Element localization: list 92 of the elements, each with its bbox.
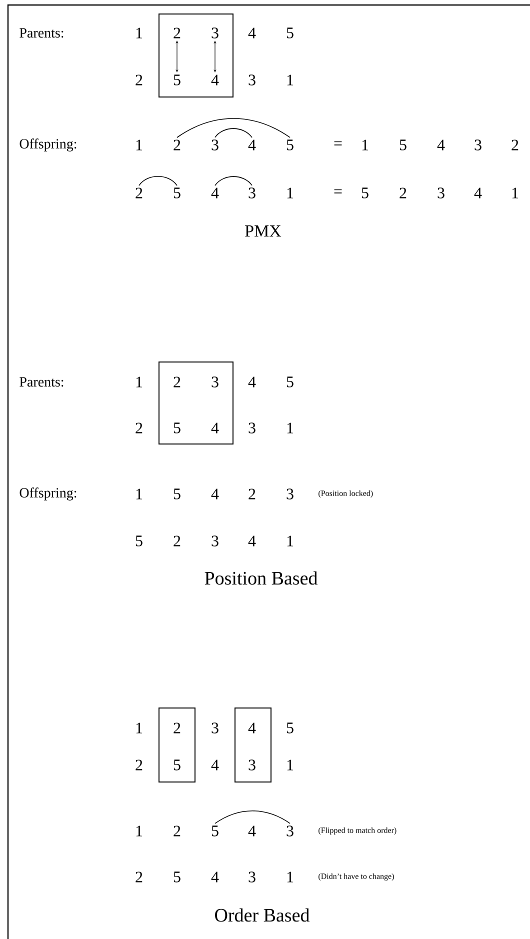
equals-sign: = xyxy=(334,189,342,194)
digit: 5 xyxy=(174,188,180,198)
digit: 4 xyxy=(211,188,219,198)
digit: 4 xyxy=(211,872,219,882)
digit: 3 xyxy=(474,140,482,150)
selection-box xyxy=(158,708,196,782)
digit: 4 xyxy=(211,760,219,770)
digit: 4 xyxy=(248,536,256,546)
digit: 1 xyxy=(136,722,142,734)
digit: 4 xyxy=(248,826,256,836)
digit: 2 xyxy=(136,74,142,86)
selection-box xyxy=(158,362,234,444)
digit: 2 xyxy=(136,760,142,770)
digit: 3 xyxy=(212,376,218,388)
digit: 4 xyxy=(248,722,256,734)
digit: 1 xyxy=(287,188,294,198)
digit: 1 xyxy=(512,188,518,198)
digit: 3 xyxy=(248,760,256,770)
digit: 2 xyxy=(174,826,180,836)
digit: 1 xyxy=(136,826,142,836)
digit: 5 xyxy=(362,188,368,198)
selection-box xyxy=(158,13,234,98)
note: (Didn’t have to change) xyxy=(318,873,394,881)
digit: 2 xyxy=(174,376,180,388)
digit: 3 xyxy=(286,826,294,836)
digit: 2 xyxy=(174,722,180,734)
arc xyxy=(214,176,252,186)
equals-sign: = xyxy=(334,141,342,146)
digit: 2 xyxy=(248,488,256,500)
digit: 5 xyxy=(174,872,180,882)
digit: 1 xyxy=(287,872,294,882)
section-caption: PMX xyxy=(245,225,282,237)
row-label: Offspring: xyxy=(20,138,76,152)
digit: 3 xyxy=(248,74,256,86)
digit: 5 xyxy=(400,140,406,150)
digit: 5 xyxy=(136,536,142,546)
digit: 3 xyxy=(212,536,218,546)
digit: 1 xyxy=(287,760,294,770)
digit: 1 xyxy=(287,74,294,86)
digit: 4 xyxy=(248,376,256,388)
selection-box xyxy=(234,708,272,782)
digit: 1 xyxy=(287,422,294,434)
digit: 2 xyxy=(512,140,518,150)
digit: 5 xyxy=(286,722,294,734)
section-caption: Position Based xyxy=(204,571,318,585)
digit: 5 xyxy=(286,376,294,388)
digit: 5 xyxy=(212,826,218,836)
digit: 5 xyxy=(174,760,180,770)
digit: 3 xyxy=(212,28,218,38)
arc xyxy=(214,128,252,138)
digit: 2 xyxy=(136,188,142,198)
digit: 4 xyxy=(474,188,482,198)
digit: 5 xyxy=(286,140,294,150)
arc xyxy=(176,118,290,138)
digit: 1 xyxy=(136,140,142,150)
digit: 3 xyxy=(286,488,294,500)
row-label: Offspring: xyxy=(20,488,76,500)
digit: 2 xyxy=(400,188,406,198)
note: (Position locked) xyxy=(318,490,373,498)
digit: 2 xyxy=(174,140,180,150)
digit: 3 xyxy=(248,422,256,434)
digit: 1 xyxy=(136,28,142,38)
digit: 1 xyxy=(362,140,368,150)
digit: 3 xyxy=(438,188,444,198)
digit: 5 xyxy=(174,422,180,434)
section-caption: Order Based xyxy=(215,908,310,922)
digit: 4 xyxy=(211,488,219,500)
digit: 2 xyxy=(136,872,142,882)
digit: 4 xyxy=(248,28,256,38)
digit: 5 xyxy=(174,488,180,500)
digit: 2 xyxy=(174,536,180,546)
digit: 3 xyxy=(212,722,218,734)
digit: 4 xyxy=(211,422,219,434)
digit: 4 xyxy=(211,74,219,86)
arc xyxy=(214,810,290,824)
digit: 1 xyxy=(136,376,142,388)
digit: 5 xyxy=(286,28,294,38)
digit: 2 xyxy=(136,422,142,434)
note: (Flipped to match order) xyxy=(318,827,396,835)
digit: 1 xyxy=(287,536,294,546)
digit: 3 xyxy=(248,872,256,882)
digit: 4 xyxy=(437,140,445,150)
digit: 5 xyxy=(174,74,180,86)
double-arrow xyxy=(176,40,178,72)
row-label: Parents: xyxy=(20,377,64,387)
digit: 3 xyxy=(248,188,256,198)
digit: 4 xyxy=(248,140,256,150)
digit: 1 xyxy=(136,488,142,500)
digit: 3 xyxy=(212,140,218,150)
arc xyxy=(138,176,178,186)
row-label: Parents: xyxy=(20,28,64,38)
digit: 2 xyxy=(174,28,180,38)
